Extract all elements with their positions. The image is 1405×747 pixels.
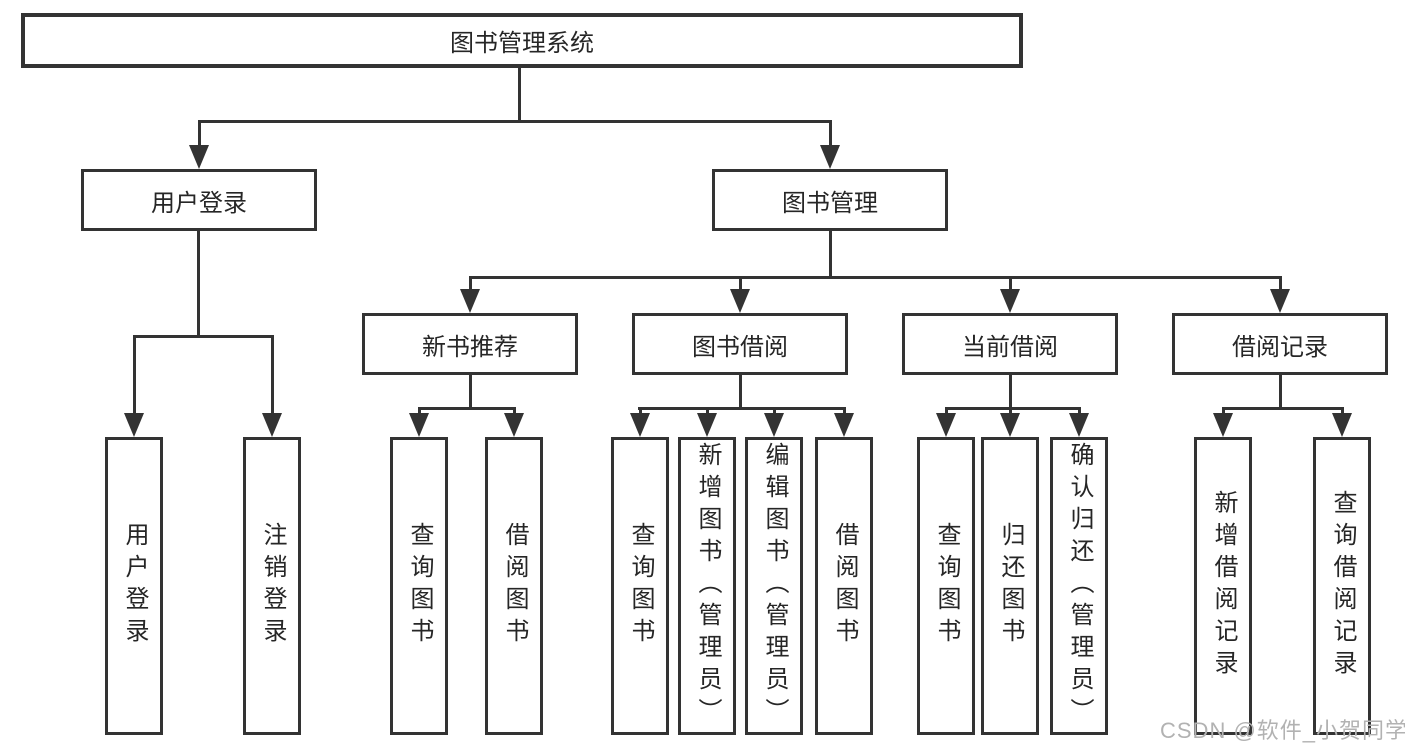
arrowhead-down-icon — [834, 413, 854, 437]
node-book-management: 图书管理 — [712, 169, 948, 231]
leaf-user-login: 用户登录 — [105, 437, 163, 735]
leaf-query-books-2-label: 查询图书 — [627, 522, 654, 650]
connector-line — [829, 231, 832, 278]
arrowhead-down-icon — [124, 413, 144, 437]
arrowhead-down-icon — [1332, 413, 1352, 437]
node-borrow-records: 借阅记录 — [1172, 313, 1388, 375]
leaf-return-books-label: 归还图书 — [997, 522, 1024, 650]
arrowhead-down-icon — [1213, 413, 1233, 437]
leaf-return-books: 归还图书 — [981, 437, 1039, 735]
leaf-add-books-admin: 新增图书（管理员） — [678, 437, 736, 735]
connector-line — [133, 335, 274, 338]
leaf-query-books-3-label: 查询图书 — [933, 522, 960, 650]
arrowhead-down-icon — [697, 413, 717, 437]
leaf-logout-label: 注销登录 — [259, 522, 286, 650]
leaf-edit-books-admin-label: 编辑图书（管理员） — [761, 442, 788, 730]
node-current-borrowing-label: 当前借阅 — [962, 333, 1058, 361]
node-new-book-recommend-label: 新书推荐 — [422, 333, 518, 361]
arrowhead-down-icon — [820, 145, 840, 169]
leaf-query-books-2: 查询图书 — [611, 437, 669, 735]
leaf-query-books-1: 查询图书 — [390, 437, 448, 735]
connector-line — [1078, 407, 1081, 417]
connector-line — [773, 407, 776, 417]
connector-line — [418, 407, 515, 410]
arrowhead-down-icon — [1000, 413, 1020, 437]
leaf-edit-books-admin: 编辑图书（管理员） — [745, 437, 803, 735]
connector-line — [945, 407, 948, 417]
connector-line — [198, 120, 201, 148]
connector-line — [639, 407, 642, 417]
leaf-borrow-books-2: 借阅图书 — [815, 437, 873, 735]
arrowhead-down-icon — [504, 413, 524, 437]
leaf-add-books-admin-label: 新增图书（管理员） — [694, 442, 721, 730]
leaf-confirm-return-admin-label: 确认归还（管理员） — [1066, 442, 1093, 730]
connector-line — [706, 407, 709, 417]
arrowhead-down-icon — [1270, 289, 1290, 313]
connector-line — [518, 68, 521, 123]
leaf-add-borrow-record: 新增借阅记录 — [1194, 437, 1252, 735]
connector-line — [197, 231, 200, 337]
leaf-borrow-books-1: 借阅图书 — [485, 437, 543, 735]
connector-line — [469, 276, 472, 292]
connector-line — [198, 120, 832, 123]
connector-line — [1222, 407, 1343, 410]
connector-line — [945, 407, 1080, 410]
connector-line — [638, 407, 845, 410]
leaf-query-borrow-record-label: 查询借阅记录 — [1329, 490, 1356, 682]
node-library-system: 图书管理系统 — [21, 13, 1023, 68]
leaf-query-books-3: 查询图书 — [917, 437, 975, 735]
connector-line — [469, 276, 1282, 279]
connector-line — [829, 120, 832, 148]
connector-line — [513, 407, 516, 417]
leaf-borrow-books-1-label: 借阅图书 — [501, 522, 528, 650]
leaf-borrow-books-2-label: 借阅图书 — [831, 522, 858, 650]
connector-line — [418, 407, 421, 417]
arrowhead-down-icon — [630, 413, 650, 437]
arrowhead-down-icon — [936, 413, 956, 437]
node-user-login: 用户登录 — [81, 169, 317, 231]
leaf-query-borrow-record: 查询借阅记录 — [1313, 437, 1371, 735]
node-new-book-recommend: 新书推荐 — [362, 313, 578, 375]
leaf-query-books-1-label: 查询图书 — [406, 522, 433, 650]
node-current-borrowing: 当前借阅 — [902, 313, 1118, 375]
node-book-borrowing-label: 图书借阅 — [692, 333, 788, 361]
connector-line — [1222, 407, 1225, 417]
connector-line — [1009, 375, 1012, 409]
node-book-borrowing: 图书借阅 — [632, 313, 848, 375]
leaf-logout: 注销登录 — [243, 437, 301, 735]
arrowhead-down-icon — [764, 413, 784, 437]
connector-line — [739, 276, 742, 292]
leaf-add-borrow-record-label: 新增借阅记录 — [1210, 490, 1237, 682]
arrowhead-down-icon — [262, 413, 282, 437]
watermark-text: CSDN @软件_小贺同学 — [1160, 718, 1405, 743]
node-library-system-label: 图书管理系统 — [450, 30, 594, 57]
connector-line — [1279, 375, 1282, 409]
connector-line — [739, 375, 742, 409]
arrowhead-down-icon — [1069, 413, 1089, 437]
connector-line — [843, 407, 846, 417]
node-user-login-label: 用户登录 — [151, 189, 247, 217]
arrowhead-down-icon — [189, 145, 209, 169]
connector-line — [1009, 276, 1012, 292]
leaf-user-login-label: 用户登录 — [121, 522, 148, 650]
connector-line — [469, 375, 472, 409]
connector-line — [1341, 407, 1344, 417]
arrowhead-down-icon — [460, 289, 480, 313]
leaf-confirm-return-admin: 确认归还（管理员） — [1050, 437, 1108, 735]
arrowhead-down-icon — [1000, 289, 1020, 313]
connector-line — [133, 335, 136, 417]
arrowhead-down-icon — [730, 289, 750, 313]
connector-line — [1009, 407, 1012, 417]
connector-line — [271, 335, 274, 417]
connector-line — [1279, 276, 1282, 292]
node-borrow-records-label: 借阅记录 — [1232, 333, 1328, 361]
arrowhead-down-icon — [409, 413, 429, 437]
node-book-management-label: 图书管理 — [782, 189, 878, 217]
